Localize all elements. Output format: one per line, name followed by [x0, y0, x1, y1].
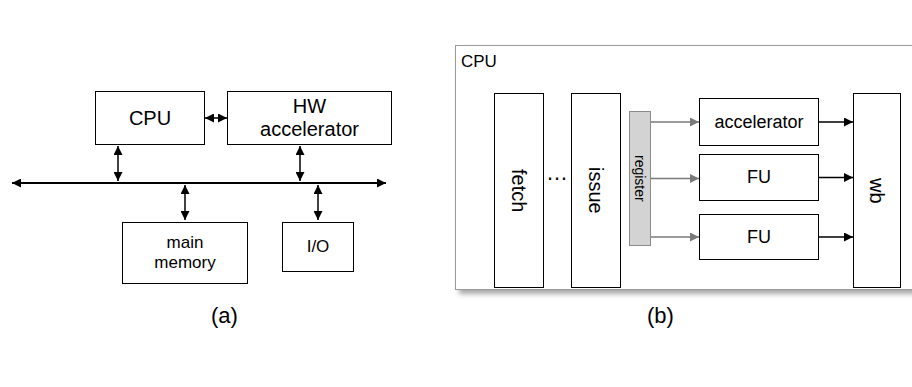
memory-box: main memory: [122, 222, 248, 284]
functional-unit: FU: [699, 214, 819, 260]
functional-unit: FU: [699, 154, 819, 201]
node-text: FU: [747, 227, 771, 248]
bus-tap: [317, 185, 319, 220]
connector-arrow: [651, 236, 699, 238]
bus-tap: [184, 185, 186, 220]
connector-arrow: [819, 177, 853, 179]
bus-line: [12, 182, 386, 184]
node-text: register: [633, 155, 647, 202]
node-text: main memory: [154, 233, 215, 272]
node-text: I/O: [307, 237, 330, 257]
register-box: register: [629, 111, 651, 246]
node-text: issue: [586, 167, 606, 214]
node-text: fetch: [509, 169, 529, 212]
node-text: CPU: [461, 52, 497, 72]
node-text: CPU: [129, 107, 171, 130]
pipeline-stage: fetch: [494, 93, 544, 288]
node-text: HW accelerator: [260, 95, 359, 141]
connector-arrow: [819, 236, 853, 238]
node-text: wb: [867, 178, 887, 204]
ellipsis: …: [546, 160, 568, 186]
panel-caption: (a): [211, 303, 238, 329]
panel-caption: (b): [647, 303, 674, 329]
accelerator-unit: accelerator: [699, 98, 819, 146]
bus-tap: [117, 146, 119, 181]
accelerator-box: HW accelerator: [227, 91, 392, 145]
pipeline-stage: issue: [571, 93, 621, 288]
cpu-panel: CPU fetch issue register acceleratorFU FU wb: [455, 45, 912, 290]
connector-arrow: [819, 121, 853, 123]
connector-arrow: [205, 117, 227, 119]
node-text: accelerator: [714, 112, 803, 133]
connector-arrow: [651, 178, 699, 180]
writeback-stage: wb: [853, 93, 901, 288]
connector-arrow: [651, 121, 699, 123]
cpu-box: CPU: [95, 91, 205, 145]
node-text: FU: [747, 167, 771, 188]
io-box: I/O: [282, 222, 354, 272]
bus-tap: [299, 146, 301, 181]
